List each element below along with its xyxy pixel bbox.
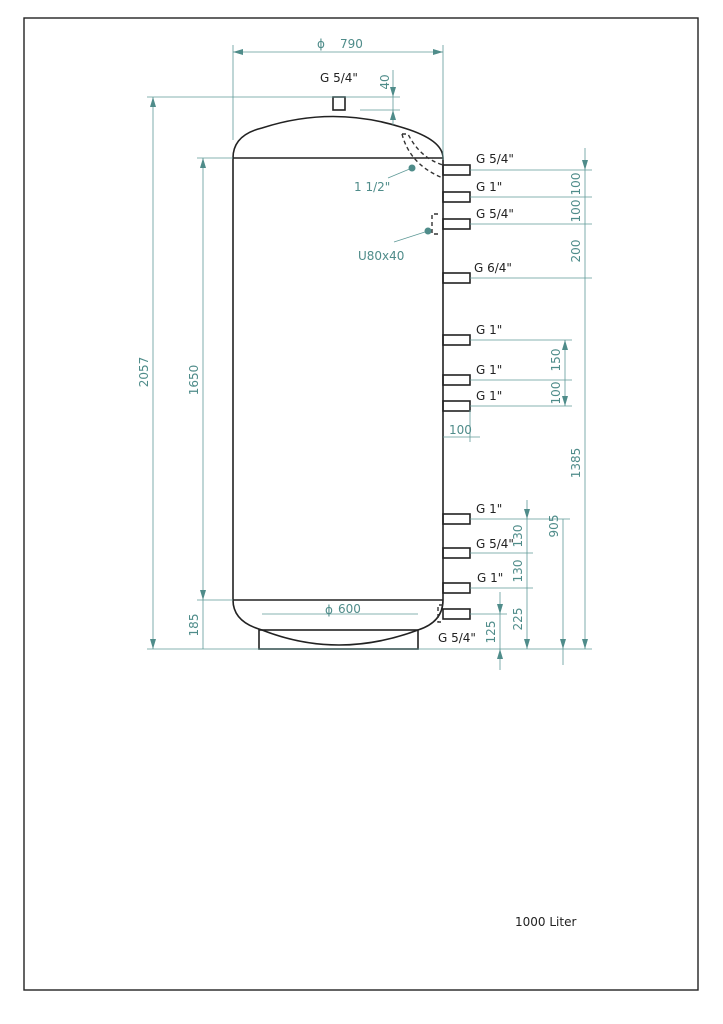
sensor-sleeve-label: 1 1/2" — [354, 180, 390, 194]
spacing-h: 130 — [511, 525, 525, 548]
spacing-c: 200 — [569, 240, 583, 263]
connection-label: G 1" — [476, 323, 502, 337]
spacing-a: 100 — [569, 173, 583, 196]
connection-label: G 5/4" — [476, 152, 514, 166]
connection-label: G 5/4" — [476, 207, 514, 221]
connection-label: G 1" — [476, 502, 502, 516]
spacing-k: 125 — [484, 621, 498, 644]
nozzles — [442, 164, 471, 620]
dimension-lines — [147, 45, 592, 670]
base-diameter-label: 600 — [338, 602, 361, 616]
volume-title: 1000 Liter — [515, 915, 576, 929]
spacing-d: 1385 — [569, 448, 583, 479]
tank-outline — [232, 96, 444, 650]
connection-label: G 1" — [476, 389, 502, 403]
spacing-j: 225 — [511, 608, 525, 631]
bottom-height-label: 185 — [187, 614, 201, 637]
spacing-b: 100 — [569, 200, 583, 223]
flange-label: U80x40 — [358, 249, 404, 263]
top-nozzle — [332, 96, 346, 111]
connection-label: G 5/4" — [476, 537, 514, 551]
cylinder-height-label: 1650 — [187, 365, 201, 396]
base-diameter-symbol: ϕ — [325, 603, 333, 617]
connection-label: G 1" — [477, 571, 503, 585]
connection-label: G 1" — [476, 180, 502, 194]
spacing-f: 100 — [549, 382, 563, 405]
spacing-e: 150 — [549, 349, 563, 372]
connection-label: G 6/4" — [474, 261, 512, 275]
total-height-label: 2057 — [137, 357, 151, 388]
drawing-frame — [23, 17, 699, 991]
spacing-i: 130 — [511, 560, 525, 583]
connection-label: G 1" — [476, 363, 502, 377]
top-offset-label: 40 — [378, 74, 392, 89]
nozzle-length-label: 100 — [449, 423, 472, 437]
overall-diameter-label: 790 — [340, 37, 363, 51]
connection-label: G 5/4" — [438, 631, 476, 645]
top-connection-label: G 5/4" — [320, 71, 358, 85]
diameter-symbol: ϕ — [317, 37, 325, 51]
spacing-g: 905 — [547, 515, 561, 538]
